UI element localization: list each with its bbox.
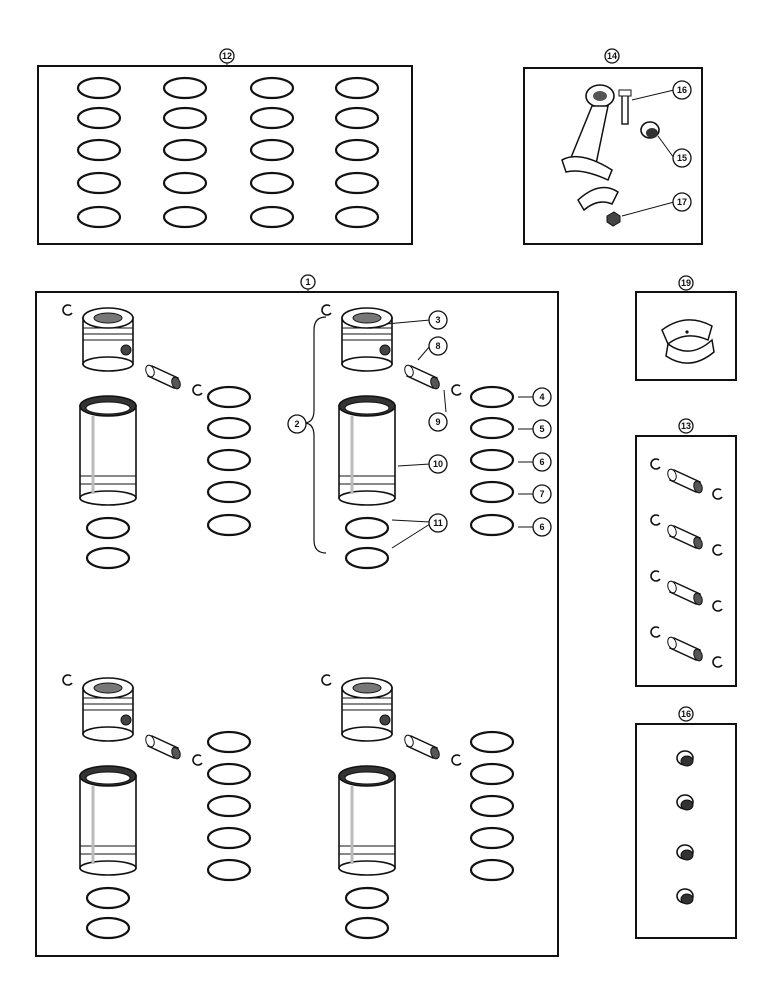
svg-text:17: 17 bbox=[677, 197, 687, 207]
bushing bbox=[676, 888, 694, 905]
bushing bbox=[676, 750, 694, 767]
callout-8: 8 bbox=[428, 336, 448, 356]
callout-13: 13 bbox=[678, 418, 694, 434]
callout-5: 5 bbox=[532, 419, 552, 439]
svg-text:12: 12 bbox=[222, 51, 232, 61]
callout-3: 3 bbox=[428, 310, 448, 330]
svg-text:6: 6 bbox=[539, 522, 544, 532]
svg-text:5: 5 bbox=[539, 424, 544, 434]
rod-bushing bbox=[640, 121, 660, 139]
svg-text:1: 1 bbox=[305, 277, 310, 287]
svg-text:7: 7 bbox=[539, 489, 544, 499]
svg-text:15: 15 bbox=[677, 153, 687, 163]
svg-text:8: 8 bbox=[435, 341, 440, 351]
svg-text:6: 6 bbox=[539, 457, 544, 467]
callout-19: 19 bbox=[678, 275, 694, 291]
svg-text:14: 14 bbox=[607, 51, 617, 61]
callout-7: 7 bbox=[532, 484, 552, 504]
rod-nut bbox=[606, 211, 621, 227]
rod-bolt bbox=[618, 89, 632, 125]
callout-11: 11 bbox=[428, 513, 448, 533]
svg-text:19: 19 bbox=[681, 278, 691, 288]
connecting-rod bbox=[561, 84, 615, 182]
callout-12: 12 bbox=[219, 48, 235, 66]
callout-15: 15 bbox=[672, 148, 692, 168]
callout-9: 9 bbox=[428, 412, 448, 432]
callout-16-bushings: 16 bbox=[678, 706, 694, 722]
rod-bearing-kit-box bbox=[635, 291, 737, 381]
cylinder-sleeve-kit-box bbox=[35, 291, 559, 957]
callout-1: 1 bbox=[300, 274, 316, 292]
svg-text:3: 3 bbox=[435, 315, 440, 325]
svg-text:11: 11 bbox=[433, 518, 443, 528]
svg-text:13: 13 bbox=[681, 421, 691, 431]
svg-text:16: 16 bbox=[681, 709, 691, 719]
callout-4: 4 bbox=[532, 387, 552, 407]
callout-17: 17 bbox=[672, 192, 692, 212]
svg-text:9: 9 bbox=[435, 417, 440, 427]
callout-6-second: 6 bbox=[532, 517, 552, 537]
svg-text:2: 2 bbox=[294, 419, 299, 429]
rod-bearing bbox=[661, 319, 715, 364]
callout-16: 16 bbox=[672, 80, 692, 100]
connecting-rod-kit-box bbox=[523, 67, 703, 245]
bushing bbox=[676, 844, 694, 861]
bushing bbox=[676, 794, 694, 811]
piston-pin-kit-box bbox=[635, 435, 737, 687]
callout-14: 14 bbox=[604, 48, 620, 64]
callout-6: 6 bbox=[532, 452, 552, 472]
svg-text:16: 16 bbox=[677, 85, 687, 95]
svg-text:4: 4 bbox=[539, 392, 544, 402]
ring-set-kit-box bbox=[37, 65, 413, 245]
callout-10: 10 bbox=[428, 454, 448, 474]
bushing-kit-box bbox=[635, 723, 737, 939]
rod-cap bbox=[577, 186, 619, 212]
svg-text:10: 10 bbox=[433, 459, 443, 469]
callout-2: 2 bbox=[287, 414, 307, 434]
